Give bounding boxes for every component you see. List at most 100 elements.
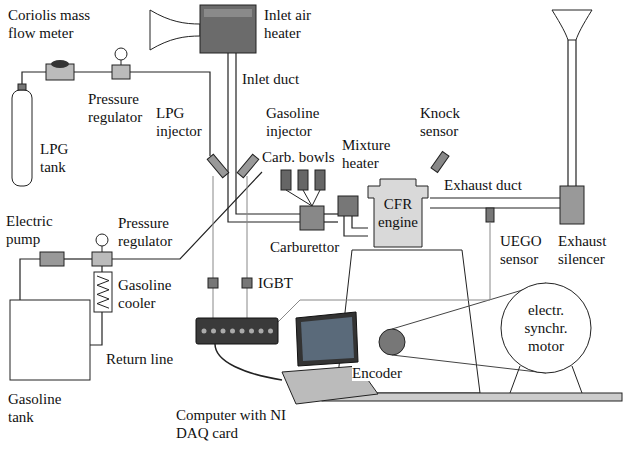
return-line	[90, 312, 102, 345]
exhaust-stack	[567, 40, 568, 186]
daq-cable	[215, 344, 282, 380]
knock-sensor	[431, 152, 449, 173]
part-label: Gasoline cooler	[118, 276, 182, 312]
gasoline-supply-line	[112, 172, 262, 259]
daq-box	[249, 329, 254, 334]
part-label: IGBT	[258, 274, 308, 292]
mixture-pipe	[352, 216, 368, 228]
carb-bowls	[298, 170, 308, 190]
injector-wires	[247, 176, 248, 278]
exhaust-horn	[552, 10, 592, 40]
part-label: UEGO sensor	[500, 232, 554, 268]
gasoline-supply-line	[64, 258, 92, 259]
part-label: Mixture heater	[342, 136, 398, 172]
daq-box	[211, 329, 216, 334]
motor-circle: electr. synchr. motor	[500, 282, 592, 374]
gasoline-tank	[10, 300, 90, 380]
carburettor	[300, 206, 324, 230]
daq-cable	[215, 344, 282, 380]
part-label: Encoder	[352, 364, 422, 382]
lpg-tank	[12, 90, 32, 186]
part-label: Inlet duct	[242, 70, 312, 88]
lpg-tank	[12, 84, 32, 186]
gasoline-injector	[237, 154, 259, 178]
motor-support	[510, 366, 520, 393]
part-label: Inlet air heater	[264, 6, 336, 42]
exhaust-duct	[430, 207, 560, 208]
gasoline-pressure-regulator	[92, 234, 112, 266]
part-label: Return line	[106, 350, 196, 368]
coriolis-meter	[46, 60, 74, 80]
return-line	[101, 266, 102, 272]
lpg-pressure-regulator	[121, 60, 122, 65]
daq-box	[240, 329, 245, 334]
laptop	[296, 312, 358, 366]
gasoline-cooler	[97, 276, 109, 308]
mixture-pipe	[344, 216, 368, 236]
carb-bowls	[281, 170, 291, 190]
igbt	[208, 278, 252, 288]
daq-box	[221, 329, 226, 334]
gasoline-supply-line	[20, 259, 40, 300]
engine-block-outline	[366, 178, 430, 248]
exhaust-duct	[430, 198, 560, 208]
daq-box	[202, 329, 274, 334]
engine-outline	[368, 179, 428, 247]
exhaust-stack	[568, 40, 576, 186]
part-label: Knock sensor	[420, 104, 476, 140]
electric-pump	[40, 252, 64, 266]
electric-pump	[40, 252, 64, 266]
mixture-heater	[338, 196, 358, 216]
node-text: CFR engine	[375, 195, 421, 231]
injector-wires	[213, 176, 214, 278]
mixture-pipe	[324, 221, 338, 222]
daq-box	[196, 318, 278, 344]
part-label: Exhaust silencer	[558, 232, 624, 268]
daq-box	[259, 329, 264, 334]
igbt	[208, 278, 218, 288]
inlet-air-heater	[200, 5, 256, 53]
motor-outline	[501, 283, 591, 373]
bowl-feeds	[286, 190, 320, 206]
exhaust-silencer	[560, 186, 584, 224]
mixture-heater	[338, 196, 358, 216]
exhaust-silencer	[560, 186, 584, 224]
mixture-pipe	[324, 214, 368, 236]
lpg-pressure-regulator	[112, 65, 130, 79]
inlet-air-heater	[200, 5, 256, 53]
injector-wires	[213, 176, 490, 322]
part-label: LPG injector	[156, 104, 206, 140]
lpg-tank	[18, 84, 26, 90]
inlet-air-heater	[204, 9, 252, 17]
bowl-feeds	[303, 190, 312, 206]
carb-bowls	[315, 170, 325, 190]
part-label: Gasoline tank	[8, 390, 78, 426]
engine-stand	[336, 250, 480, 393]
part-label: Carb. bowls	[262, 148, 338, 166]
lpg-pressure-regulator	[115, 48, 127, 60]
uego-sensor	[486, 208, 494, 222]
part-label: Computer with NI DAQ card	[176, 406, 296, 442]
engine-block: CFR engine	[366, 178, 430, 248]
node-text: electr. synchr. motor	[515, 301, 577, 355]
injector-wires	[213, 288, 214, 318]
gasoline-pressure-regulator	[102, 246, 103, 252]
part-label: Gasoline injector	[266, 104, 330, 140]
encoder	[379, 329, 405, 355]
carb-bowls	[281, 170, 325, 190]
lpg-injector	[207, 154, 229, 178]
gasoline-pressure-regulator	[92, 252, 112, 266]
daq-box	[196, 318, 278, 344]
encoder	[379, 329, 405, 355]
motor-support	[572, 366, 582, 393]
intake-horn	[150, 10, 200, 50]
daq-box	[268, 329, 273, 334]
carburettor	[300, 206, 324, 230]
gasoline-pressure-regulator	[96, 234, 108, 246]
lpg-injector	[207, 154, 229, 178]
gasoline-injector	[237, 154, 259, 178]
part-label: Pressure regulator	[118, 214, 184, 250]
